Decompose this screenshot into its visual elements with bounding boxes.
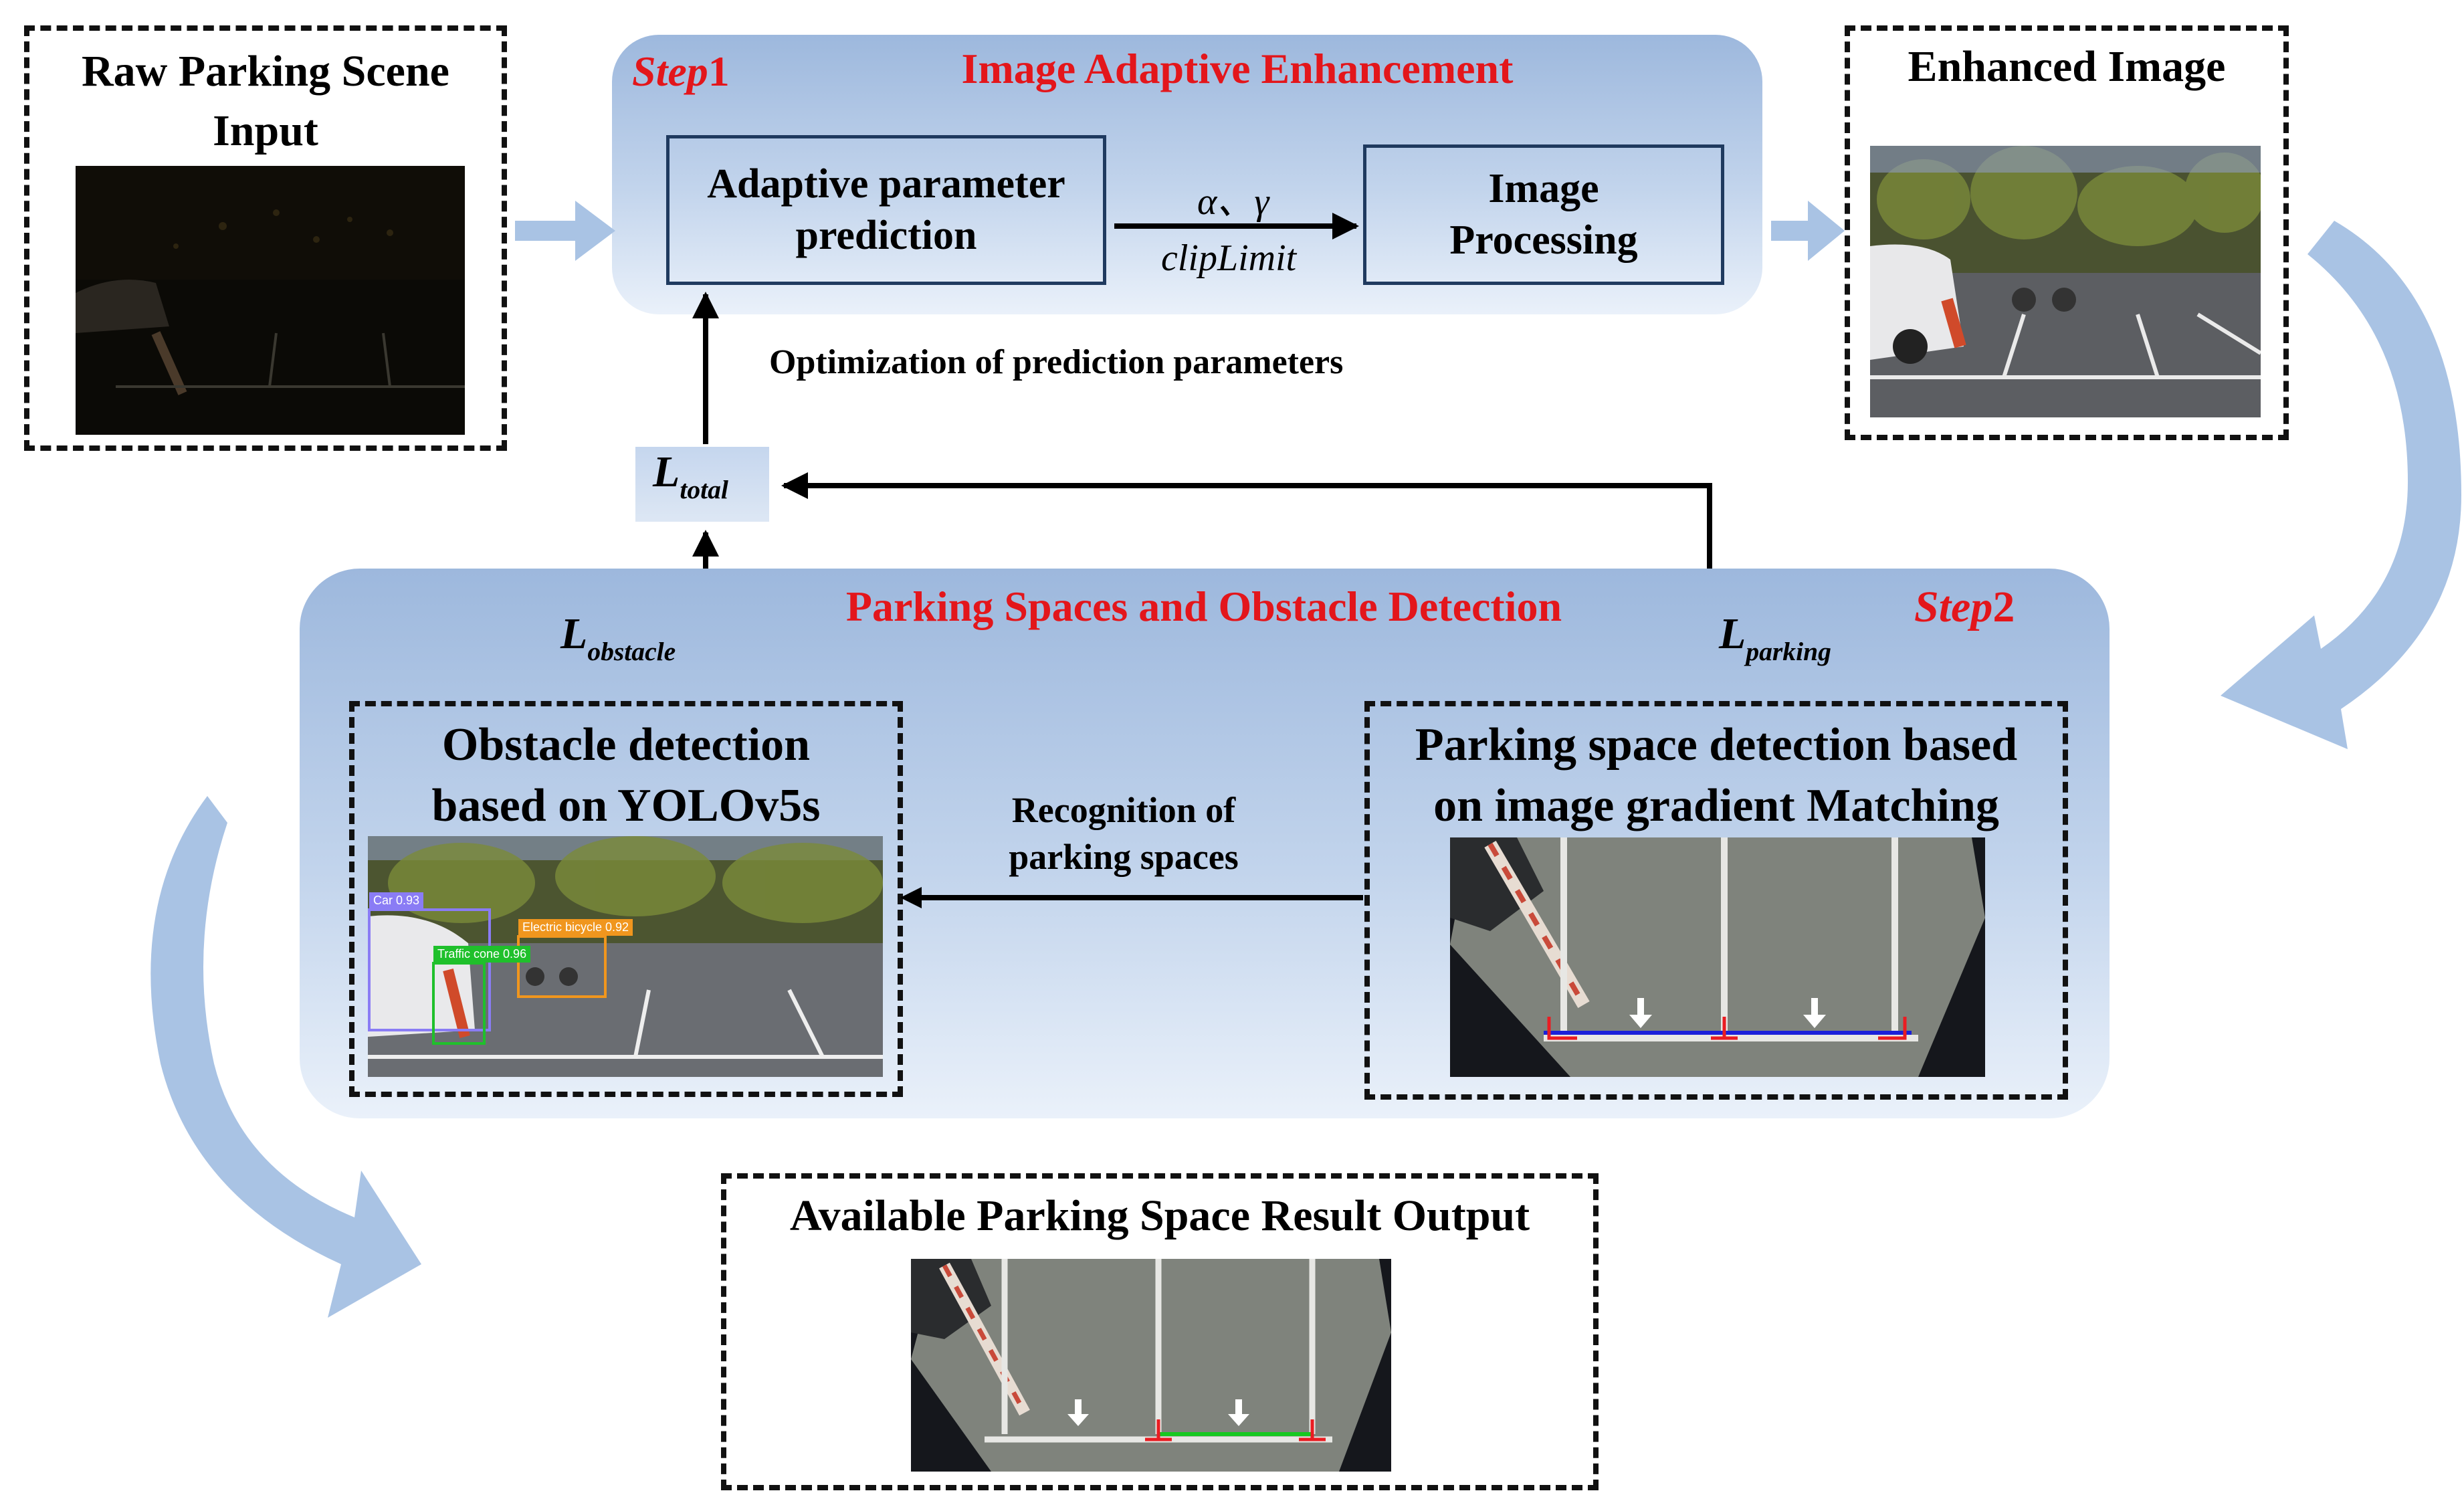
l-total-box: [635, 447, 769, 522]
parking-detection-box: [1364, 701, 2068, 1100]
output-result-image: [911, 1259, 1391, 1472]
parking-detection-image: [1450, 837, 1985, 1077]
detection-car: Car 0.93: [369, 892, 424, 909]
arrow-input-to-step1: [515, 201, 615, 261]
l-parking-label: Lparking: [1719, 609, 1831, 666]
step2-label: Step2: [1914, 583, 2015, 631]
obstacle-detection-image: Car 0.93 Electric bicycle 0.92 Traffic c…: [368, 836, 883, 1077]
raw-night-image: [76, 166, 465, 435]
l-total-label: Ltotal: [653, 447, 728, 504]
detection-cone: Traffic cone 0.96: [433, 946, 531, 963]
curved-arrow-right: [2221, 221, 2461, 749]
obstacle-detection-box: [349, 701, 903, 1097]
step2-title: Parking Spaces and Obstacle Detection: [845, 583, 1562, 630]
recognition-arrow: [900, 887, 1363, 908]
output-title: Available Parking Space Result Output: [789, 1191, 1530, 1240]
detection-bicycle: Electric bicycle 0.92: [518, 919, 633, 936]
cliplimit-label: clipLimit: [1161, 237, 1297, 279]
step1-panel: [612, 35, 1762, 314]
alpha-gamma-label: α、γ: [1197, 181, 1269, 223]
curved-arrow-left: [150, 796, 421, 1318]
l-obstacle-label: Lobstacle: [560, 609, 676, 666]
step1-title: Image Adaptive Enhancement: [961, 45, 1514, 92]
optimization-label: Optimization of prediction parameters: [769, 343, 1344, 381]
enhanced-image-title: Enhanced Image: [1908, 42, 2226, 91]
enhanced-parking-image: [1870, 146, 2261, 417]
step1-label: Step1: [632, 47, 730, 95]
arrow-step1-to-enhanced: [1771, 201, 1845, 261]
